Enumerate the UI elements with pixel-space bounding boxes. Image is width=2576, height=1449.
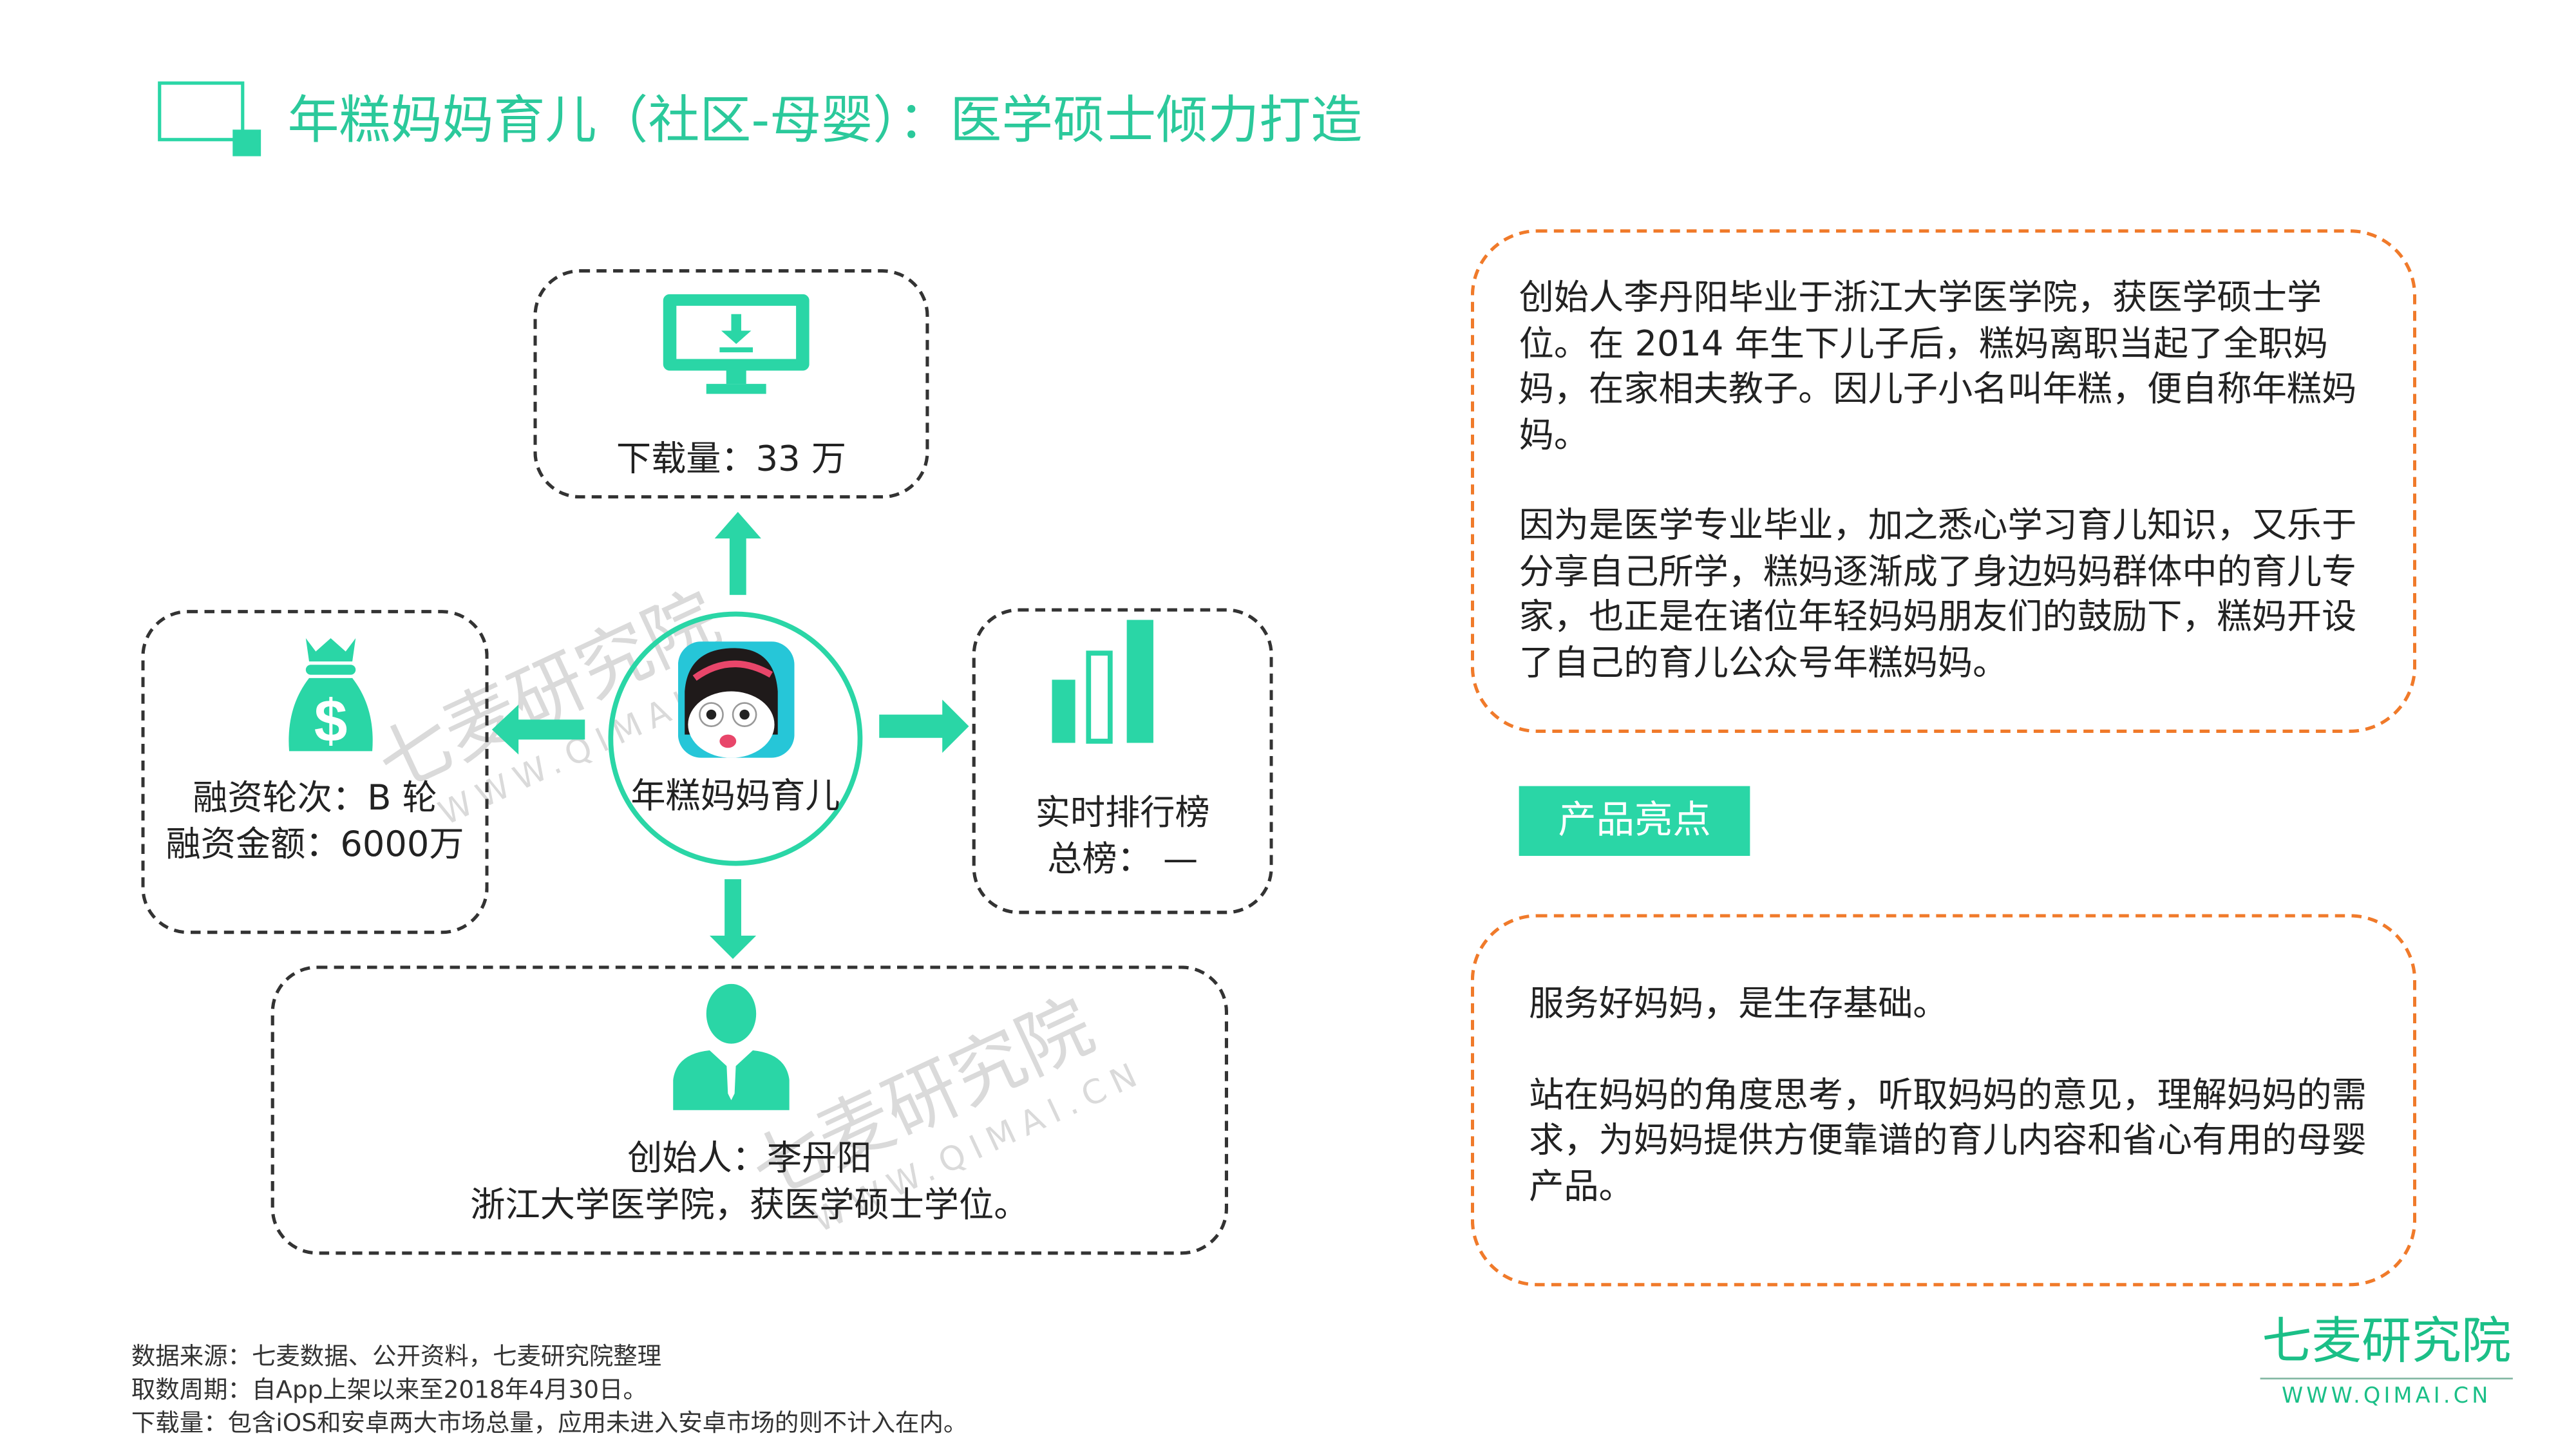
title-icon-accent [232, 129, 261, 156]
arrow-up-icon [714, 511, 761, 595]
arrow-right-icon [879, 699, 969, 753]
title-icon [158, 81, 245, 142]
founder-person-icon [673, 983, 790, 1110]
founder-box [270, 965, 1229, 1255]
highlight-paragraph-1: 服务好妈妈，是生存基础。 [1529, 983, 1948, 1024]
intro-paragraph-2: 因为是医学专业毕业，加之悉心学习育儿知识，又乐于分享自己所学，糕妈逐渐成了身边妈… [1519, 505, 2357, 683]
highlight-label: 产品亮点 [1519, 786, 1750, 857]
app-name: 年糕妈妈育儿 [630, 776, 840, 817]
founder-education: 浙江大学医学院，获医学硕士学位。 [470, 1184, 1029, 1225]
funding-round-label: 融资轮次：B 轮 [193, 777, 437, 818]
intro-text: 创始人李丹阳毕业于浙江大学医学院，获医学硕士学位。在 2014 年生下儿子后，糕… [1519, 276, 2383, 686]
arrow-left-icon [491, 705, 585, 755]
footer-period: 取数周期：自App上架以来至2018年4月30日。 [131, 1378, 647, 1405]
ranking-total: 总榜： — [1047, 839, 1198, 880]
downloads-box [533, 269, 929, 499]
logo-divider [2260, 1378, 2513, 1379]
intro-paragraph-1: 创始人李丹阳毕业于浙江大学医学院，获医学硕士学位。在 2014 年生下儿子后，糕… [1519, 277, 2357, 455]
funding-box [141, 610, 489, 934]
ranking-box [972, 608, 1273, 914]
page-title: 年糕妈妈育儿（社区-母婴）：医学硕士倾力打造 [287, 91, 1363, 151]
app-icon [677, 641, 795, 758]
money-bag-icon: $ [289, 638, 373, 754]
logo-name: 七麦研究院 [2262, 1312, 2512, 1371]
footer-note: 下载量：包含iOS和安卓两大市场总量，应用未进入安卓市场的则不计入在内。 [131, 1410, 968, 1438]
logo-url: WWW.QIMAI.CN [2281, 1384, 2492, 1410]
app-circle [608, 611, 863, 866]
downloads-label: 下载量：33 万 [616, 439, 847, 479]
highlight-box [1470, 914, 2417, 1287]
download-monitor-icon [663, 294, 810, 394]
highlight-text: 服务好妈妈，是生存基础。 站在妈妈的角度思考，听取妈妈的意见，理解妈妈的需求，为… [1529, 982, 2373, 1210]
highlight-paragraph-2: 站在妈妈的角度思考，听取妈妈的意见，理解妈妈的需求，为妈妈提供方便靠谱的育儿内容… [1529, 1074, 2367, 1206]
founder-label: 创始人：李丹阳 [627, 1138, 872, 1179]
ranking-title: 实时排行榜 [1035, 792, 1210, 833]
footer-source: 数据来源：七麦数据、公开资料，七麦研究院整理 [131, 1344, 662, 1371]
svg-text:$: $ [314, 687, 348, 754]
funding-amount-label: 融资金额：6000万 [166, 824, 464, 864]
bar-chart-icon [1052, 620, 1153, 744]
intro-box [1470, 229, 2417, 734]
logo: 七麦研究院 WWW.QIMAI.CN [2253, 1310, 2519, 1410]
arrow-down-icon [709, 879, 757, 960]
